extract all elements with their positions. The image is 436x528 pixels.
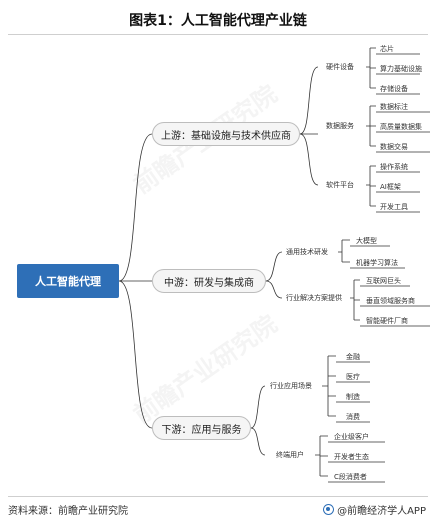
leaf-item: 医疗 <box>346 373 360 381</box>
leaf-item: 高质量数据集 <box>380 123 422 131</box>
leaf-item: 操作系统 <box>380 163 408 171</box>
leaf-item: 开发者生态 <box>334 453 369 461</box>
group-label: 终端用户 <box>276 451 304 459</box>
connector-midstream-general <box>265 251 283 282</box>
leaf-item: 智能硬件厂商 <box>366 317 408 325</box>
page-title: 图表1：人工智能代理产业链 <box>129 13 307 29</box>
group-label: 数据服务 <box>326 122 354 130</box>
connector-upstream-hw <box>299 66 319 135</box>
brand-logo-icon <box>323 504 335 515</box>
leaf-item: 垂直领域服务商 <box>366 297 415 305</box>
connector-upstream-sw <box>299 133 319 186</box>
midstream-node: 中游：研发与集成商 <box>152 269 266 293</box>
leaf-item: 数据标注 <box>380 103 408 111</box>
upstream-node: 上游：基础设施与技术供应商 <box>152 122 300 146</box>
downstream-node: 下游：应用与服务 <box>152 416 251 440</box>
group-label: 行业应用场景 <box>270 382 312 390</box>
leaf-item: 消费 <box>346 413 360 421</box>
leaf-item: 存储设备 <box>380 85 408 93</box>
leaf-item: 芯片 <box>380 45 394 53</box>
leaf-item: 数据交易 <box>380 143 408 151</box>
top-divider <box>8 34 428 35</box>
connector-root-downstream <box>118 280 153 429</box>
leaf-item: 企业级客户 <box>334 433 369 441</box>
brand-text: @前瞻经济学人APP <box>337 506 426 517</box>
bottom-divider <box>8 496 428 497</box>
leaf-item: AI框架 <box>380 183 401 191</box>
connector-downstream-scenario <box>250 385 266 429</box>
leaf-item: 互联网巨头 <box>366 277 401 285</box>
leaf-item: 机器学习算法 <box>356 259 398 267</box>
group-label: 行业解决方案提供 <box>286 294 342 302</box>
group-label: 通用技术研发 <box>286 248 328 256</box>
connector-downstream-users <box>250 427 266 456</box>
group-label: 硬件设备 <box>326 63 354 71</box>
group-label: 软件平台 <box>326 181 354 189</box>
leaf-item: 算力基础设施 <box>380 65 422 73</box>
leaf-item: C段消费者 <box>334 473 367 481</box>
connector-root-upstream <box>118 133 153 282</box>
leaf-item: 大模型 <box>356 237 377 245</box>
leaf-item: 开发工具 <box>380 203 408 211</box>
brand-credit: @前瞻经济学人APP <box>323 502 426 517</box>
connector-midstream-industry <box>265 280 283 299</box>
root-node: 人工智能代理 <box>17 264 119 298</box>
leaf-item: 金融 <box>346 353 360 361</box>
leaf-item: 制造 <box>346 393 360 401</box>
source-note: 资料来源：前瞻产业研究院 <box>8 506 128 517</box>
